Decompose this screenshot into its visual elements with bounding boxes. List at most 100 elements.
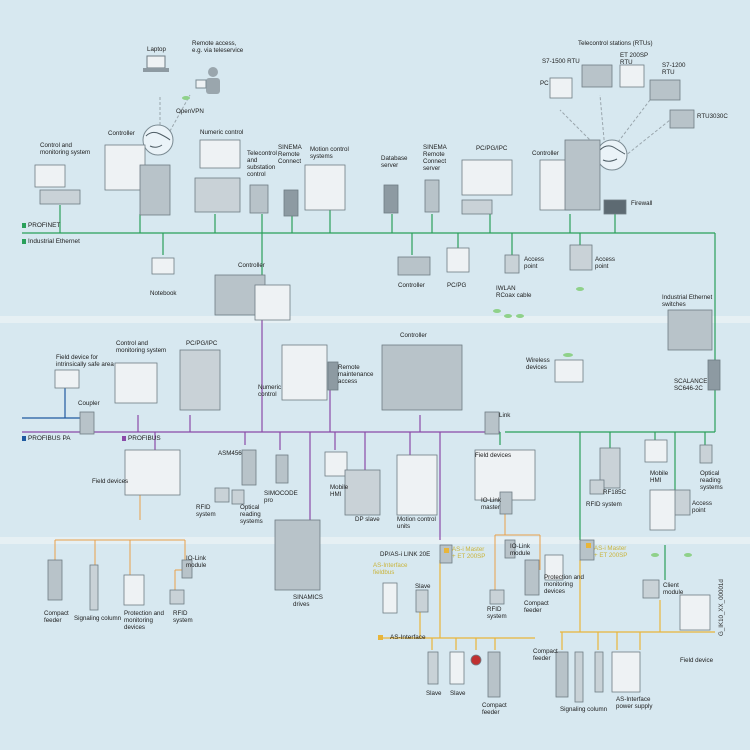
field-devices-1 <box>124 449 181 496</box>
field-device-safe <box>54 369 80 389</box>
label-ie-switches: Industrial Ethernet switches <box>662 294 713 308</box>
label-s7-1500-rtu: S7-1500 RTU <box>542 58 580 65</box>
label-controller-5: Controller <box>400 332 427 339</box>
access-point-1 <box>504 254 520 274</box>
signaling-column-2 <box>574 651 584 703</box>
rf185c <box>599 447 621 489</box>
label-notebook: Notebook <box>150 290 177 297</box>
io-link-module-1 <box>181 559 193 579</box>
control-monitoring-2 <box>114 362 158 404</box>
label-field-devices-2: Field devices <box>475 452 512 459</box>
sinema-server-2 <box>424 179 440 213</box>
slave-3 <box>449 651 465 685</box>
legend-text: Industrial Ethernet <box>28 238 80 245</box>
notebook <box>151 257 175 275</box>
laptop-icon <box>143 55 169 72</box>
label-telecontrol-stations: Telecontrol stations (RTUs) <box>578 40 653 47</box>
compact-feeder-1 <box>47 559 63 601</box>
label-sinema-rc-1: SINEMA Remote Connect <box>278 144 302 165</box>
internet-globe-icon <box>142 124 174 156</box>
label-coupler: Coupler <box>78 400 100 407</box>
label-et200sp-rtu: ET 200SP RTU <box>620 52 649 66</box>
numeric-control-1 <box>199 139 241 169</box>
legend-swatch <box>22 239 26 244</box>
label-access-point-2: Access point <box>595 256 615 270</box>
label-controller-4: Controller <box>398 282 425 289</box>
rfid-system-4 <box>489 589 505 605</box>
label-protection-monitoring-2: Protection and monitoring devices <box>544 574 584 595</box>
signaling-column-1 <box>89 564 99 611</box>
access-point-2 <box>569 244 593 271</box>
s7-1200-rtu <box>649 79 681 101</box>
legend-profibus: PROFIBUS <box>122 435 161 442</box>
label-numeric-control-2: Numeric control <box>258 384 282 398</box>
ie-switches <box>667 309 713 351</box>
label-motion-control-systems: Motion control systems <box>310 146 349 160</box>
slave-1 <box>415 589 429 613</box>
legend-swatch <box>122 436 126 441</box>
asm456 <box>241 449 257 486</box>
mobile-hmi-1 <box>324 451 348 477</box>
pc-pg-ipc-2 <box>179 349 221 411</box>
label-simocode: SIMOCODE pro <box>264 490 298 504</box>
label-dp-slave: DP slave <box>355 516 380 523</box>
label-firewall: Firewall <box>631 200 653 207</box>
label-controller-1: Controller <box>108 130 135 137</box>
controller-unit-1 <box>104 144 146 191</box>
label-sinamics: SINAMICS drives <box>293 594 323 608</box>
label-as-i-power-supply: AS-Interface power supply <box>616 696 653 710</box>
link <box>484 411 500 435</box>
dp-as-i-link <box>382 582 398 614</box>
pc-rtu <box>549 77 573 99</box>
label-mobile-hmi-2: Mobile HMI <box>650 470 669 484</box>
remote-maintenance <box>327 361 339 391</box>
label-laptop: Laptop <box>147 46 166 53</box>
label-control-monitoring-1: Control and monitoring system <box>40 142 91 156</box>
section-divider <box>0 316 750 323</box>
numeric-control-2 <box>281 344 328 401</box>
firewall <box>603 199 627 215</box>
label-rfid-system-1: RFID system <box>196 504 216 518</box>
label-controller-3: Controller <box>238 262 265 269</box>
label-optical-reading-2: Optical reading systems <box>700 470 723 491</box>
rtu3030c <box>669 109 695 129</box>
controller-4 <box>397 256 431 276</box>
label-field-device: Field device <box>680 657 714 664</box>
label-motion-control-units: Motion control units <box>397 516 436 530</box>
label-field-device-safe: Field device for intrinsically safe area <box>56 354 114 368</box>
label-remote-access: Remote access, e.g. via teleservice <box>192 40 244 54</box>
label-slave-1: Slave <box>415 583 431 590</box>
database-server <box>383 184 399 214</box>
section-divider <box>0 537 750 544</box>
mobile-hmi-2 <box>644 439 668 463</box>
remote-access-person-icon <box>195 67 220 94</box>
controller-5 <box>381 344 463 411</box>
legend-text: PROFIBUS PA <box>28 435 71 442</box>
client-module <box>642 579 660 599</box>
label-openvpn: OpenVPN <box>176 108 204 115</box>
coupler <box>79 411 95 435</box>
label-link: Link <box>499 412 511 419</box>
field-device-stack <box>649 489 676 531</box>
as-i-power-supply <box>611 651 641 693</box>
industrial-ethernet-bus <box>22 205 716 580</box>
figure-id: G_IK10_XX_00001d <box>718 579 725 636</box>
label-wireless-devices: Wireless devices <box>526 357 550 371</box>
controller-rack-1 <box>139 164 171 216</box>
label-rfid-system-2: RFID system <box>586 501 622 508</box>
label-controller-2: Controller <box>532 150 559 157</box>
label-as-i-fieldbus: AS-Interface fieldbus <box>373 562 408 576</box>
s7-1500-rtu <box>581 64 613 88</box>
label-s7-1200-rtu: S7-1200 RTU <box>662 62 686 76</box>
label-rfid-system-3: RFID system <box>173 610 193 624</box>
motion-control-units <box>396 454 438 516</box>
label-signaling-column-1: Signaling column <box>74 615 122 622</box>
motion-control-1 <box>304 164 346 211</box>
label-field-devices-1: Field devices <box>92 478 129 485</box>
label-rfid-system-4: RFID system <box>487 606 507 620</box>
label-scalance: SCALANCE SC646-2C <box>674 378 708 392</box>
pc-pg-ipc-1 <box>461 159 513 196</box>
label-database-server: Database server <box>381 155 408 169</box>
label-remote-maintenance: Remote maintenance access <box>338 364 374 385</box>
label-slave-3: Slave <box>450 690 466 697</box>
